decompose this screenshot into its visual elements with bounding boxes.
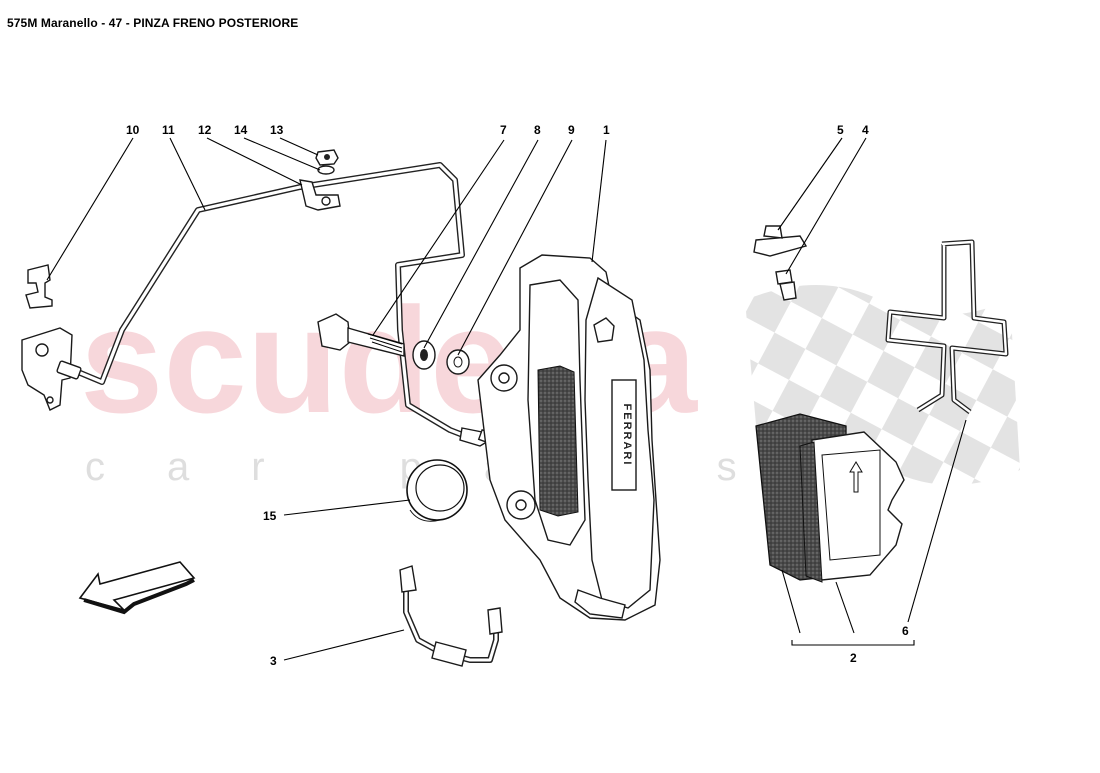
page-title: 575M Maranello - 47 - PINZA FRENO POSTER… bbox=[7, 16, 299, 30]
bracket-plate bbox=[21, 327, 73, 411]
bleed-screw-4 bbox=[775, 269, 797, 301]
pipe-clamp-12 bbox=[299, 179, 341, 211]
callout-9: 9 bbox=[568, 123, 575, 137]
bleed-cap-5 bbox=[753, 225, 808, 257]
callout-14: 14 bbox=[234, 123, 248, 137]
brake-pads-2 bbox=[755, 413, 905, 583]
clip-part-10 bbox=[25, 264, 53, 309]
callout-12: 12 bbox=[198, 123, 212, 137]
caliper-lettering: FERRARI bbox=[621, 404, 633, 467]
callout-6: 6 bbox=[902, 624, 909, 638]
pad-spring-6 bbox=[885, 239, 1009, 414]
callout-13: 13 bbox=[270, 123, 284, 137]
callout-3: 3 bbox=[270, 654, 277, 668]
nut-13 bbox=[315, 149, 339, 166]
callout-1: 1 bbox=[603, 123, 610, 137]
callout-10: 10 bbox=[126, 123, 140, 137]
lock-washer-8 bbox=[412, 340, 436, 370]
seal-ring-15 bbox=[406, 459, 468, 522]
callout-labels: 10 11 12 14 13 7 8 9 1 5 4 15 3 6 2 bbox=[126, 123, 909, 668]
callout-2: 2 bbox=[850, 651, 857, 665]
washer-14 bbox=[317, 165, 335, 175]
callout-11: 11 bbox=[162, 123, 175, 137]
callout-4: 4 bbox=[862, 123, 869, 137]
direction-arrow-icon bbox=[78, 561, 196, 615]
leader-lines bbox=[46, 137, 967, 661]
callout-7: 7 bbox=[500, 123, 507, 137]
callout-15: 15 bbox=[263, 509, 277, 523]
brake-caliper-1: FERRARI bbox=[477, 254, 661, 621]
callout-8: 8 bbox=[534, 123, 541, 137]
callout-5: 5 bbox=[837, 123, 844, 137]
bolt-7 bbox=[317, 313, 405, 357]
flat-washer-9 bbox=[446, 349, 470, 375]
flexible-brake-hose-3 bbox=[399, 565, 503, 667]
